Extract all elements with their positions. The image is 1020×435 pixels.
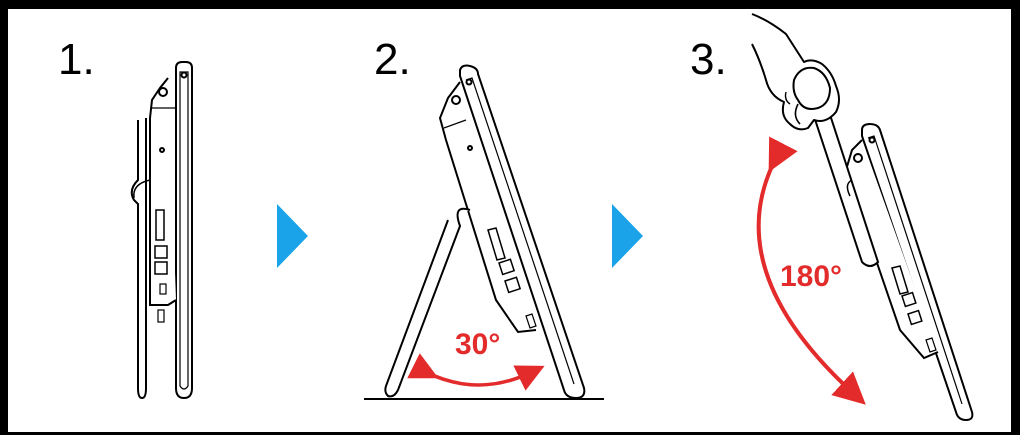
next-step-arrow-icon — [612, 204, 643, 268]
angle-180-label: 180° — [780, 260, 843, 293]
hand-icon — [751, 13, 840, 131]
next-step-arrow-icon — [277, 204, 308, 268]
step-2-number: 2. — [374, 35, 411, 84]
monitor-step2 — [384, 64, 586, 400]
rotation-arrow-icon — [756, 136, 866, 405]
angle-30-label: 30° — [455, 328, 501, 361]
step-3-number: 3. — [690, 35, 727, 84]
rotation-arrow-icon — [407, 353, 545, 391]
monitor-step1 — [130, 61, 193, 400]
step-1-number: 1. — [58, 35, 95, 84]
